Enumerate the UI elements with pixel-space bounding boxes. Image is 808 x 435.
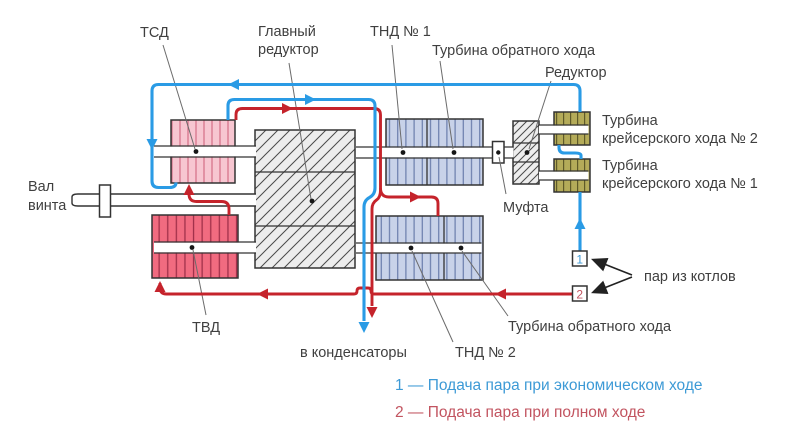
shaft-tsd [154,145,256,158]
label-cruise1-1: Турбина [602,158,659,174]
blue-arrow-down-left [146,139,158,150]
dot-clutch [496,150,501,155]
pipe-blue-cruise2-to-tsd [150,82,582,190]
shaft-tnd2 [356,242,482,254]
pipe-red-tsd-out [234,107,382,190]
arrow-to-marker2 [591,276,633,294]
legend-economic: 1 — Подача пара при экономическом ходе [395,377,703,394]
label-reverse-turbine-top: Турбина обратного хода [432,43,596,59]
label-clutch: Муфта [503,200,549,216]
label-steam-from-boilers: пар из котлов [644,269,736,285]
dot-main-gearbox [309,198,315,204]
dot-reverse-top [451,150,457,155]
pointer-tvd [192,249,207,316]
shaft-coupling-flange [98,184,112,218]
arrow-to-marker1 [591,258,633,276]
main-gearbox-body [254,129,356,269]
label-cruise2-2: крейсерского хода № 2 [602,131,758,147]
pointer-tsd [162,44,196,150]
pointer-small-gearbox [528,80,552,150]
label-tsd: ТСД [140,25,169,41]
label-tnd1: ТНД № 1 [370,24,431,40]
diagram-labels: ТСД Главный редуктор ТНД № 1 Турбина обр… [28,24,758,361]
shaft-dots [189,149,530,251]
label-tvd: ТВД [192,320,220,336]
label-main-gearbox-2: редуктор [258,42,319,58]
label-shaft-1: Вал [28,179,54,195]
blue-arrow-condenser [358,322,370,333]
pipe-blue-tsd-to-condenser [226,97,377,321]
boiler-markers: 1 2 [571,250,633,302]
shaft-cruise1 [539,170,589,181]
red-arrow-into-tsd [183,184,195,195]
blue-arrow-up-boiler [574,218,586,229]
red-arrow-right-top [282,103,293,114]
dot-small-gearbox [524,150,530,155]
pipe-red-branch-condenser [370,189,382,306]
propeller-shaft [71,193,256,207]
marker1-label: 1 [576,253,583,267]
label-tnd2: ТНД № 2 [455,345,516,361]
red-arrow-condenser [366,307,378,318]
pointer-clutch [498,156,507,195]
shaft-tnd1 [356,146,514,159]
pointer-tnd2 [411,250,454,343]
label-small-gearbox: Редуктор [545,65,607,81]
main-gearbox-block [254,129,356,269]
label-cruise2-1: Турбина [602,113,659,129]
red-arrow-left-2 [257,288,268,300]
label-to-condensers: в конденсаторы [300,345,407,361]
pipe-full-steam [154,103,572,318]
pointer-reverse-top [439,60,454,150]
pipe-economic-steam [146,79,586,333]
dot-tsd [193,149,199,154]
dot-tvd [189,245,195,250]
dot-tnd2 [408,245,414,251]
propeller-shaft-body [71,193,256,207]
red-arrow-into-tnd2 [410,191,421,203]
dot-reverse-bottom [458,245,464,251]
pointer-tnd1 [391,44,403,150]
shaft-tvd [154,241,256,254]
legend-full: 2 — Подача пара при полном ходе [395,404,645,421]
dot-tnd1 [400,150,406,155]
marker2-box [571,285,588,302]
pipe-blue-cruise-s-link [557,145,583,159]
pointer-lines [162,44,552,343]
blue-arrow-right-mid [305,94,316,105]
pipe-red-boiler-to-tvd [158,283,572,296]
legend: 1 — Подача пара при экономическом ходе 2… [395,377,703,421]
red-arrow-into-tvd [154,281,166,292]
pipe-red-tvd-to-tsd [187,193,231,215]
pipe-red-branch-tnd2 [379,187,440,216]
pointer-reverse-bottom [461,250,509,317]
label-cruise1-2: крейсерского хода № 1 [602,176,758,192]
label-main-gearbox-1: Главный [258,24,316,40]
shaft-cruise2 [539,124,589,135]
blue-arrow-left-top [228,79,239,90]
marker2-label: 2 [576,288,583,302]
label-shaft-2: винта [28,198,67,214]
label-reverse-turbine-bottom: Турбина обратного хода [508,319,672,335]
marker1-box [571,250,588,267]
red-arrow-left-1 [495,288,506,300]
